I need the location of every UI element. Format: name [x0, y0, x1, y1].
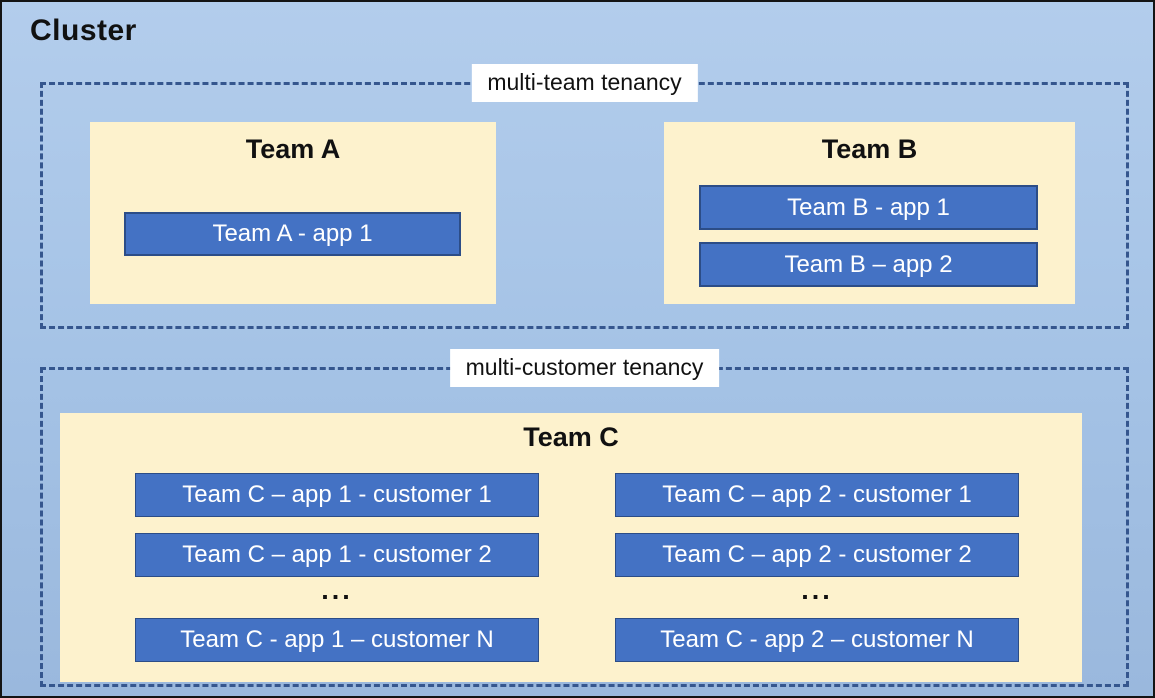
- team-a-title: Team A: [245, 134, 341, 164]
- cluster-title: Cluster: [30, 14, 137, 47]
- team-b-container: Team B Team B - app 1 Team B – app 2: [664, 122, 1075, 304]
- team-b-app-1-box: Team B - app 1: [699, 185, 1038, 230]
- multi-team-tenancy-region: multi-team tenancy Team A Team A - app 1…: [40, 64, 1129, 329]
- multi-customer-tenancy-region: multi-customer tenancy Team C Team C – a…: [40, 349, 1129, 687]
- team-c-app2-customer-2-box: Team C – app 2 - customer 2: [615, 533, 1019, 577]
- team-c-container: Team C Team C – app 1 - customer 1 Team …: [60, 413, 1082, 682]
- team-c-app1-ellipsis: ...: [321, 575, 353, 605]
- team-c-app2-customer-1-box: Team C – app 2 - customer 1: [615, 473, 1019, 517]
- team-c-app1-customer-1-box: Team C – app 1 - customer 1: [135, 473, 539, 517]
- team-c-title: Team C: [523, 422, 619, 452]
- team-c-app2-customer-n-box: Team C - app 2 – customer N: [615, 618, 1019, 662]
- team-a-container: Team A Team A - app 1: [90, 122, 496, 304]
- team-c-app2-ellipsis: ...: [801, 575, 833, 605]
- team-b-title: Team B: [821, 134, 918, 164]
- team-c-app1-customer-2-box: Team C – app 1 - customer 2: [135, 533, 539, 577]
- team-c-app1-customer-n-box: Team C - app 1 – customer N: [135, 618, 539, 662]
- team-b-app-2-box: Team B – app 2: [699, 242, 1038, 287]
- multi-customer-tenancy-label: multi-customer tenancy: [449, 349, 720, 387]
- team-a-app-1-box: Team A - app 1: [124, 212, 461, 256]
- multi-team-tenancy-label: multi-team tenancy: [471, 64, 698, 102]
